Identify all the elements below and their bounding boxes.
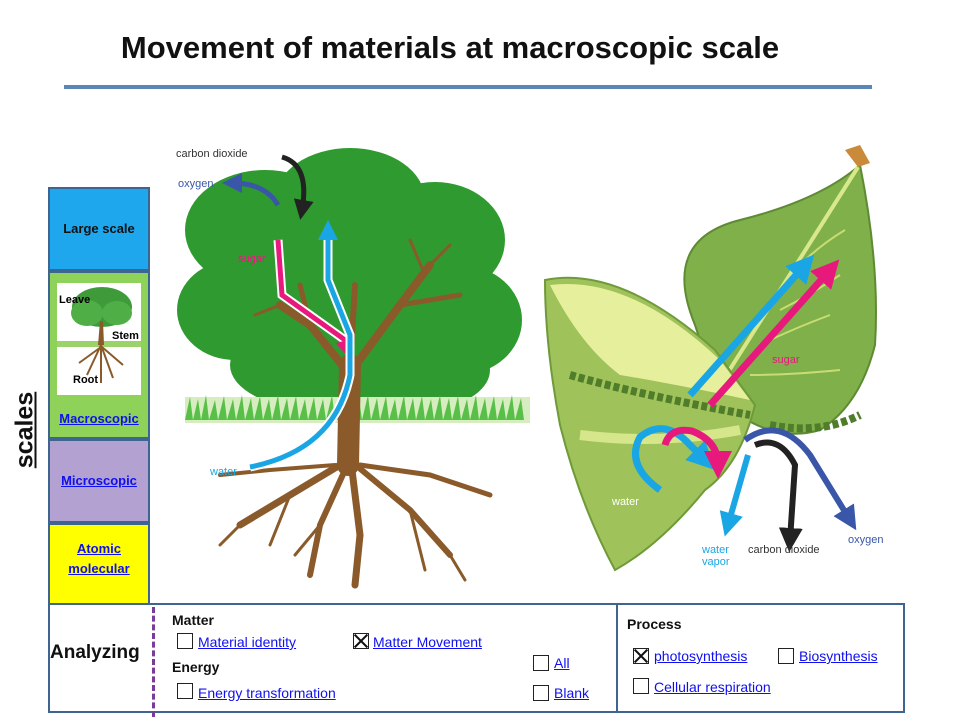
leaf-water-vapor-label-2: vapor (702, 556, 730, 568)
page-title: Movement of materials at macroscopic sca… (120, 30, 780, 65)
analyzing-panel (48, 603, 618, 713)
all-link[interactable]: All (554, 655, 570, 671)
water-arrow-leaf (687, 254, 815, 398)
mini-tree-image: Leave Stem Root (57, 283, 141, 395)
leaf-co2-label: carbon dioxide (748, 544, 820, 556)
leaf-oxygen-label: oxygen (848, 534, 883, 546)
scale-large-label: Large scale (63, 221, 135, 236)
blank-link[interactable]: Blank (554, 685, 590, 701)
cellular-respiration-checkbox[interactable] (633, 678, 649, 694)
analyzing-divider (152, 607, 155, 717)
matter-movement-link[interactable]: Matter Movement (373, 634, 482, 650)
biosynthesis-checkbox[interactable] (778, 648, 794, 664)
tree-water-label: water (209, 466, 237, 478)
leaf-water-label: water (611, 496, 639, 508)
scale-large[interactable]: Large scale (48, 187, 150, 271)
process-panel (616, 603, 905, 713)
scale-microscopic[interactable]: Microscopic (48, 439, 150, 523)
material-identity-link[interactable]: Material identity (198, 634, 297, 650)
oxygen-arrow-leaf (743, 427, 857, 531)
co2-arrow-tree (281, 154, 314, 220)
water-arrow-tree (249, 220, 353, 470)
tree-co2-label: carbon dioxide (176, 148, 248, 160)
biosynthesis-link[interactable]: Biosynthesis (799, 648, 878, 664)
scale-macroscopic-link[interactable]: Macroscopic (59, 411, 139, 426)
title-underline (64, 85, 872, 89)
mini-tree-leave-label: Leave (59, 294, 90, 306)
energy-transformation-checkbox[interactable] (177, 683, 193, 699)
material-identity-checkbox[interactable] (177, 633, 193, 649)
sugar-curl-arrow (661, 426, 732, 479)
co2-arrow-leaf (753, 439, 803, 552)
tree-trunk (253, 238, 463, 476)
energy-heading: Energy (172, 659, 220, 675)
matter-movement-checkbox[interactable] (353, 633, 369, 649)
water-curl-arrow (632, 425, 715, 493)
energy-transformation-link[interactable]: Energy transformation (198, 685, 336, 701)
photosynthesis-link[interactable]: photosynthesis (654, 648, 748, 664)
tree-roots (218, 461, 493, 589)
tree-canopy (177, 148, 522, 410)
mini-tree-root-label: Root (73, 374, 98, 386)
process-heading: Process (627, 616, 682, 632)
leaf-stem (845, 145, 870, 167)
water-vapor-arrow (719, 454, 751, 537)
oxygen-arrow-tree (222, 173, 281, 207)
analyzing-label: Analyzing (50, 642, 140, 663)
leaf-sugar-label: sugar (772, 354, 800, 366)
scale-microscopic-link[interactable]: Microscopic (61, 473, 137, 488)
mini-tree-stem-label: Stem (112, 330, 139, 342)
scale-macroscopic[interactable]: Leave Stem Root Macroscopic (48, 271, 150, 439)
photosynthesis-checkbox[interactable] (633, 648, 649, 664)
leaf-water-vapor-label-1: water (701, 544, 729, 556)
tree-sugar-label: sugar (238, 253, 266, 265)
tree-diagram: carbon dioxide oxygen sugar water (176, 148, 530, 589)
all-checkbox[interactable] (533, 655, 549, 671)
blank-checkbox[interactable] (533, 685, 549, 701)
cellular-respiration-link[interactable]: Cellular respiration (654, 679, 771, 695)
tree-oxygen-label: oxygen (178, 178, 213, 190)
matter-heading: Matter (172, 612, 215, 628)
sugar-arrow-leaf (707, 259, 840, 408)
scales-heading: scales (10, 391, 39, 469)
leaf-diagram: sugar water water vapor carbon dioxide o… (543, 145, 883, 572)
